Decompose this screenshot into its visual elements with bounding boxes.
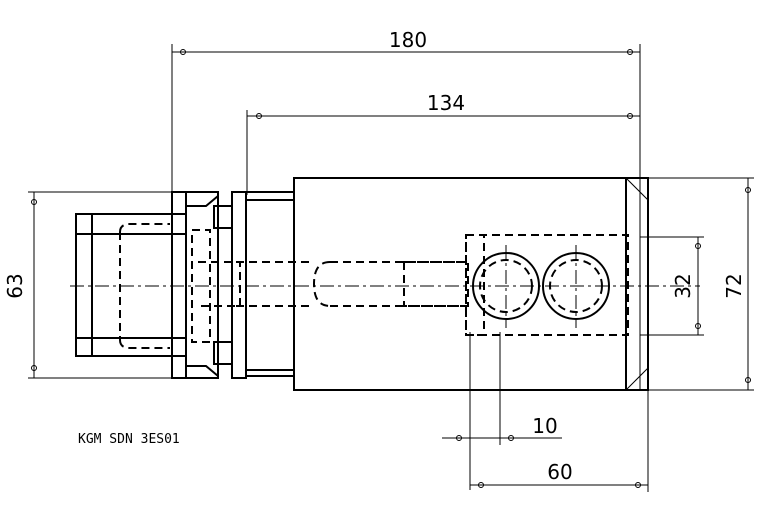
- dim-body-length: 134: [246, 91, 640, 195]
- dim-label-72: 72: [722, 273, 746, 298]
- dim-label-134: 134: [427, 91, 465, 115]
- dim-label-63: 63: [3, 273, 27, 298]
- dim-label-180: 180: [389, 28, 427, 52]
- dim-label-10: 10: [532, 414, 557, 438]
- actuator-housing: [75, 191, 241, 379]
- dim-overall-length: 180: [171, 28, 641, 195]
- valve-body: [293, 177, 649, 391]
- dim-port-offset: 10: [442, 332, 562, 490]
- dim-body-height: 72: [640, 177, 754, 391]
- part-code: KGM SDN 3ES01: [78, 432, 180, 447]
- dim-label-60: 60: [547, 460, 572, 484]
- internal-passage: [312, 234, 629, 336]
- connecting-stem: [231, 191, 314, 379]
- dim-flange-height: 63: [3, 191, 180, 379]
- dim-port-span: 60: [470, 390, 649, 492]
